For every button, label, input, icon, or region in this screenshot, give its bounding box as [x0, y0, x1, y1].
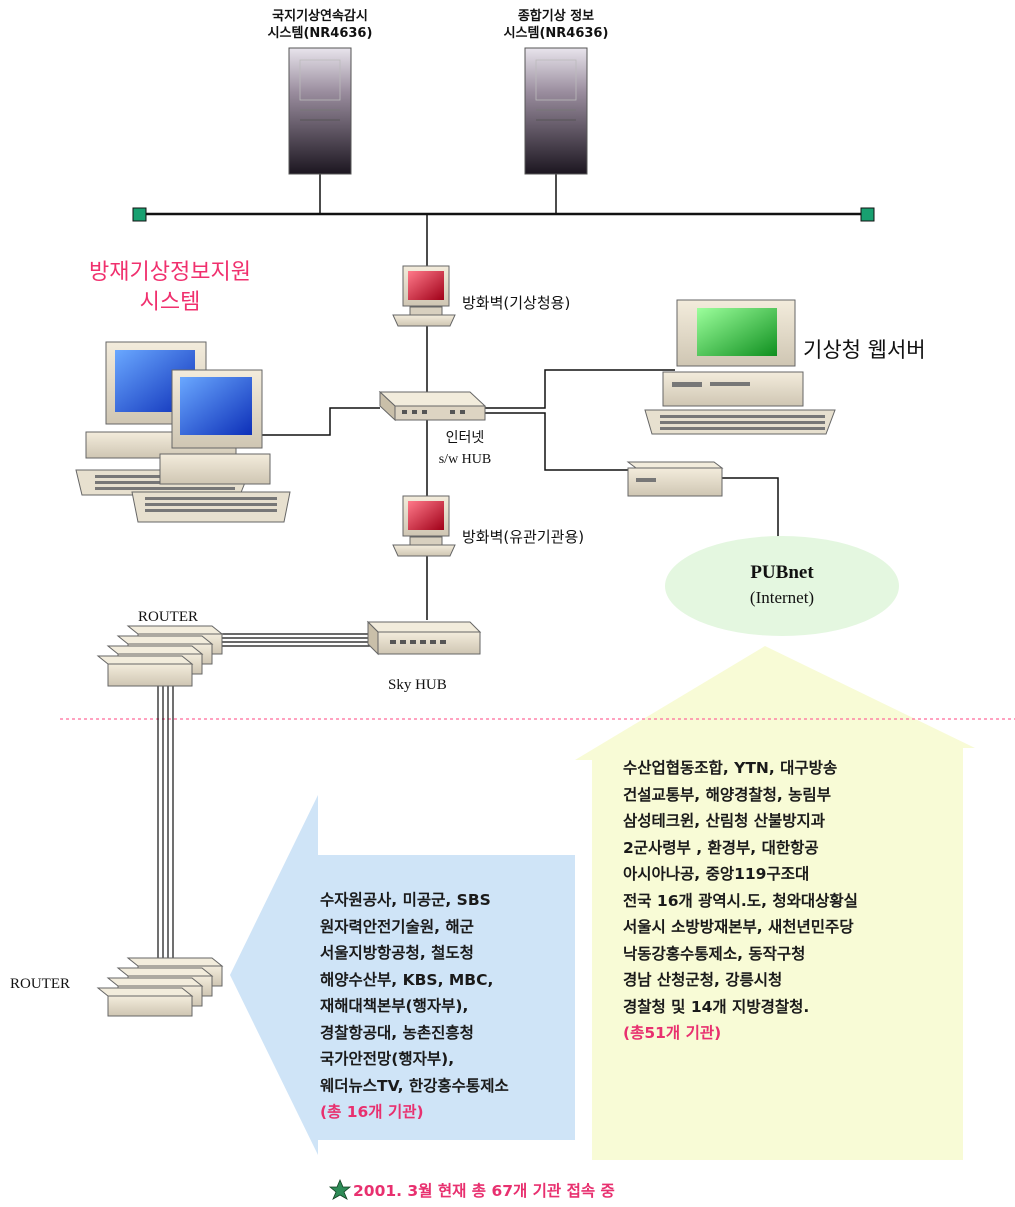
system-title: 방재기상정보지원 시스템: [89, 260, 251, 315]
firewall-bottom-computer: [392, 495, 456, 557]
list-item: 건설교통부, 해양경찰청, 농림부: [623, 785, 831, 804]
left-org-list: 수자원공사, 미공군, SBS 원자력안전기술원, 해군 서울지방항공청, 철도…: [320, 887, 509, 1126]
footer-status: 2001. 3월 현재 총 67개 기관 접속 중: [353, 1182, 615, 1200]
router-bottom-device: [96, 957, 224, 1017]
router-bottom-label: ROUTER: [10, 976, 70, 992]
left-org-total: (총 16개 기관): [320, 1103, 424, 1121]
backbone-node-right: [860, 207, 875, 222]
list-item: 삼성테크윈, 산림청 산불방지과: [623, 812, 826, 830]
footer-star-icon: [328, 1178, 352, 1200]
list-item: 아시아나공, 중앙119구조대: [623, 865, 810, 883]
web-server-computer: [644, 299, 836, 435]
list-item: 수자원공사, 미공군, SBS: [320, 891, 491, 909]
list-item: 해양수산부, KBS, MBC,: [320, 970, 494, 989]
list-item: 웨더뉴스TV, 한강홍수통제소: [320, 1076, 509, 1095]
list-item: 서울지방항공청, 철도청: [320, 944, 474, 962]
list-item: 경남 산청군청, 강릉시청: [623, 971, 783, 989]
list-item: 2군사령부 , 환경부, 대한항공: [623, 838, 819, 857]
pubnet-ellipse: [665, 536, 899, 636]
list-item: 국가안전망(행자부),: [320, 1050, 455, 1068]
modem-device: [626, 461, 724, 497]
list-item: 전국 16개 광역시.도, 청와대상황실: [623, 891, 858, 910]
hub-label: 인터넷 s/w HUB: [438, 430, 492, 467]
list-item: 재해대책본부(행자부),: [320, 997, 469, 1015]
web-server-label: 기상청 웹서버: [803, 338, 926, 362]
list-item: 수산업협동조합, YTN, 대구방송: [623, 759, 838, 777]
firewall-top-label: 방화벽(기상청용): [462, 294, 571, 312]
server-right-label: 종합기상 정보 시스템(NR4636): [503, 9, 609, 41]
sky-hub-label: Sky HUB: [388, 677, 447, 693]
left-org-arrow: [230, 795, 575, 1155]
right-org-arrow: [575, 646, 975, 1160]
list-item: 원자력안전기술원, 해군: [320, 917, 474, 936]
internet-hub-device: [378, 390, 487, 422]
server-tower-right: [524, 47, 588, 175]
list-item: 경찰청 및 14개 지방경찰청.: [623, 997, 810, 1016]
router-top-device: [96, 625, 224, 687]
list-item: 서울시 소방방재본부, 새천년민주당: [623, 918, 854, 936]
pubnet-label: PUBnet (Internet): [749, 562, 815, 607]
right-org-list: 수산업협동조합, YTN, 대구방송 건설교통부, 해양경찰청, 농림부 삼성테…: [623, 755, 858, 1047]
firewall-bottom-label: 방화벽(유관기관용): [462, 528, 585, 546]
right-org-total: (총51개 기관): [623, 1024, 722, 1042]
server-tower-left: [288, 47, 352, 175]
list-item: 낙동강홍수통제소, 동작구청: [623, 944, 806, 963]
list-item: 경찰항공대, 농촌진흥청: [320, 1023, 474, 1042]
sky-hub-device: [366, 620, 482, 656]
firewall-top-computer: [392, 265, 456, 327]
backbone-node-left: [132, 207, 147, 222]
server-left-label: 국지기상연속감시 시스템(NR4636): [267, 9, 373, 41]
router-top-label: ROUTER: [138, 609, 198, 625]
workstation-front: [131, 369, 291, 523]
